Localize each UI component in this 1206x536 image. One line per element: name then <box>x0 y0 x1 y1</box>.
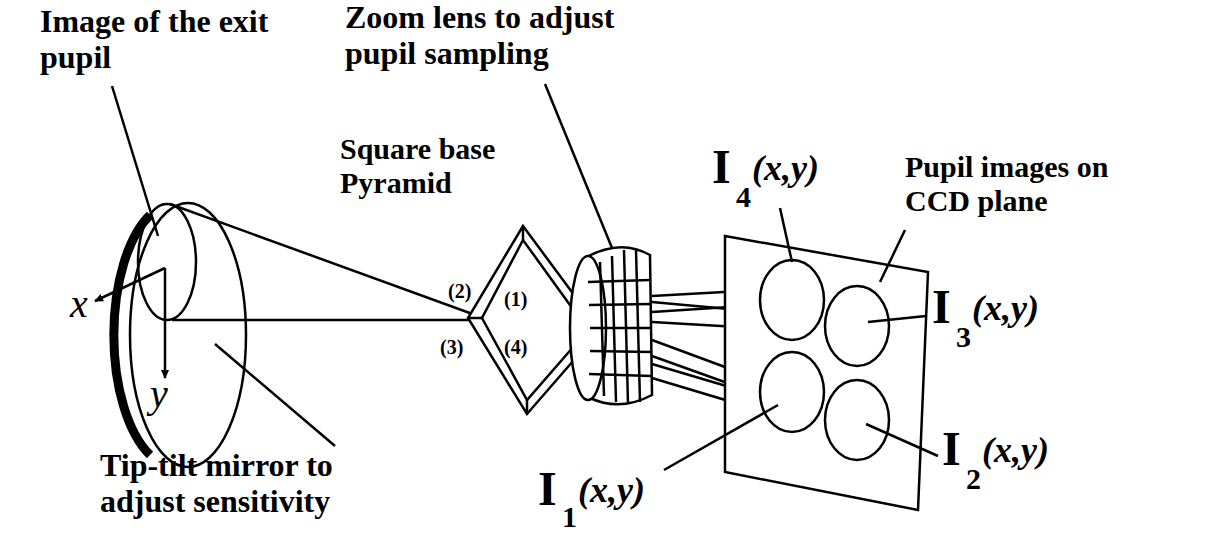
face-number: (2) <box>448 280 471 302</box>
callout-text: Square base Pyramid <box>340 132 560 199</box>
signal-argument: (x,y) <box>972 288 1039 328</box>
callout-text: Zoom lens to adjust pupil sampling <box>345 0 685 72</box>
signal-symbol: I <box>538 462 557 516</box>
signal-argument: (x,y) <box>982 430 1049 470</box>
signal-symbol: I <box>712 140 731 194</box>
signal-symbol: I <box>932 280 951 334</box>
callout-text: Tip-tilt mirror to adjust sensitivity <box>100 448 410 520</box>
signal-subscript: 4 <box>736 180 751 214</box>
axis-label: x <box>70 282 88 327</box>
face-number: (4) <box>504 336 527 358</box>
signal-subscript: 3 <box>956 320 971 354</box>
face-number: (3) <box>440 336 463 358</box>
face-number: (1) <box>504 288 527 310</box>
callout-text: Pupil images on CCD plane <box>905 150 1155 217</box>
signal-subscript: 1 <box>562 500 577 534</box>
signal-argument: (x,y) <box>752 148 819 188</box>
signal-subscript: 2 <box>966 462 981 496</box>
callout-text: Image of the exit pupil <box>40 4 270 76</box>
signal-argument: (x,y) <box>578 470 645 510</box>
axis-label: y <box>150 372 168 417</box>
signal-symbol: I <box>942 422 961 476</box>
